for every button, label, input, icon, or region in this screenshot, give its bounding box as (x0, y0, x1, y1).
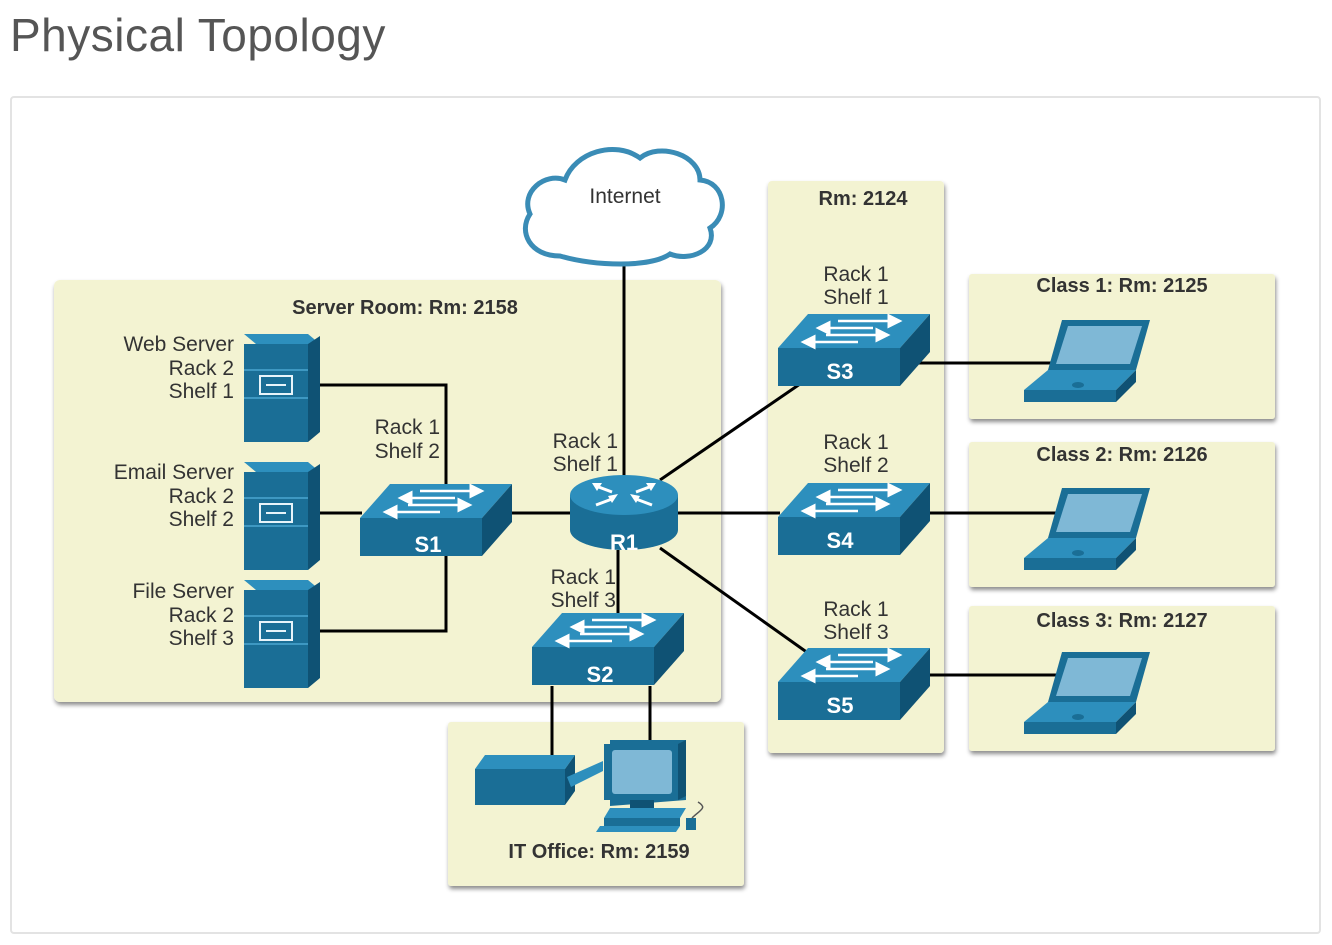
it-office-title: IT Office: Rm: 2159 (508, 841, 689, 863)
link-file-s1 (319, 555, 448, 633)
class1-title: Class 1: Rm: 2125 (1036, 275, 1207, 297)
switch-icon (778, 647, 930, 720)
server-icon (244, 580, 320, 688)
file-server-label: File Server Rack 2 Shelf 3 (132, 580, 234, 650)
desktop-pc-icon (596, 740, 704, 832)
s2-label: S2 (587, 662, 614, 687)
s4-shelf: Shelf 2 (823, 454, 888, 477)
server-rack: Rack 2 (169, 604, 234, 627)
switch-icon (360, 483, 512, 556)
links (319, 256, 1062, 757)
server-shelf: Shelf 3 (169, 627, 234, 650)
s1-shelf: Shelf 2 (375, 440, 440, 463)
r1-label: R1 (610, 530, 638, 555)
s2-shelf: Shelf 3 (551, 589, 616, 612)
r1-shelf: Shelf 1 (553, 453, 618, 476)
class2-title: Class 2: Rm: 2126 (1036, 444, 1207, 466)
web-server-label: Web Server Rack 2 Shelf 1 (124, 333, 235, 403)
s2-rack: Rack 1 (551, 566, 616, 589)
server-icon (244, 334, 320, 442)
router-icon (570, 475, 678, 550)
s5-label: S5 (827, 693, 854, 718)
rm2124-title: Rm: 2124 (819, 188, 909, 210)
link-r1-s5 (659, 546, 816, 660)
class3-title: Class 3: Rm: 2127 (1036, 610, 1207, 632)
server-room-title: Server Room: Rm: 2158 (292, 297, 518, 319)
printer-icon (475, 755, 603, 805)
s5-shelf: Shelf 3 (823, 621, 888, 644)
laptop-icon (1024, 488, 1150, 570)
server-name: File Server (132, 580, 234, 603)
laptop-icon (1024, 652, 1150, 734)
page-title: Physical Topology (10, 9, 386, 61)
link-r1-s3 (659, 382, 801, 482)
s4-rack: Rack 1 (823, 431, 888, 454)
laptop-icon (1024, 320, 1150, 402)
s5-rack: Rack 1 (823, 598, 888, 621)
server-rack: Rack 2 (169, 485, 234, 508)
s3-shelf: Shelf 1 (823, 286, 888, 309)
s4-label: S4 (827, 528, 855, 553)
s1-rack: Rack 1 (375, 416, 440, 439)
link-web-s1 (319, 383, 448, 492)
server-rack: Rack 2 (169, 357, 234, 380)
cloud-icon (522, 147, 725, 267)
server-icon (244, 462, 320, 570)
internet-label: Internet (589, 185, 660, 208)
s1-label: S1 (415, 532, 442, 557)
server-name: Email Server (114, 461, 234, 484)
s3-label: S3 (827, 359, 854, 384)
r1-rack: Rack 1 (553, 430, 618, 453)
email-server-label: Email Server Rack 2 Shelf 2 (114, 461, 234, 531)
switch-icon (778, 313, 930, 386)
s3-rack: Rack 1 (823, 263, 888, 286)
switch-icon (778, 482, 930, 555)
switch-icon (532, 612, 684, 685)
server-shelf: Shelf 2 (169, 508, 234, 531)
server-shelf: Shelf 1 (169, 380, 234, 403)
server-name: Web Server (124, 333, 235, 356)
